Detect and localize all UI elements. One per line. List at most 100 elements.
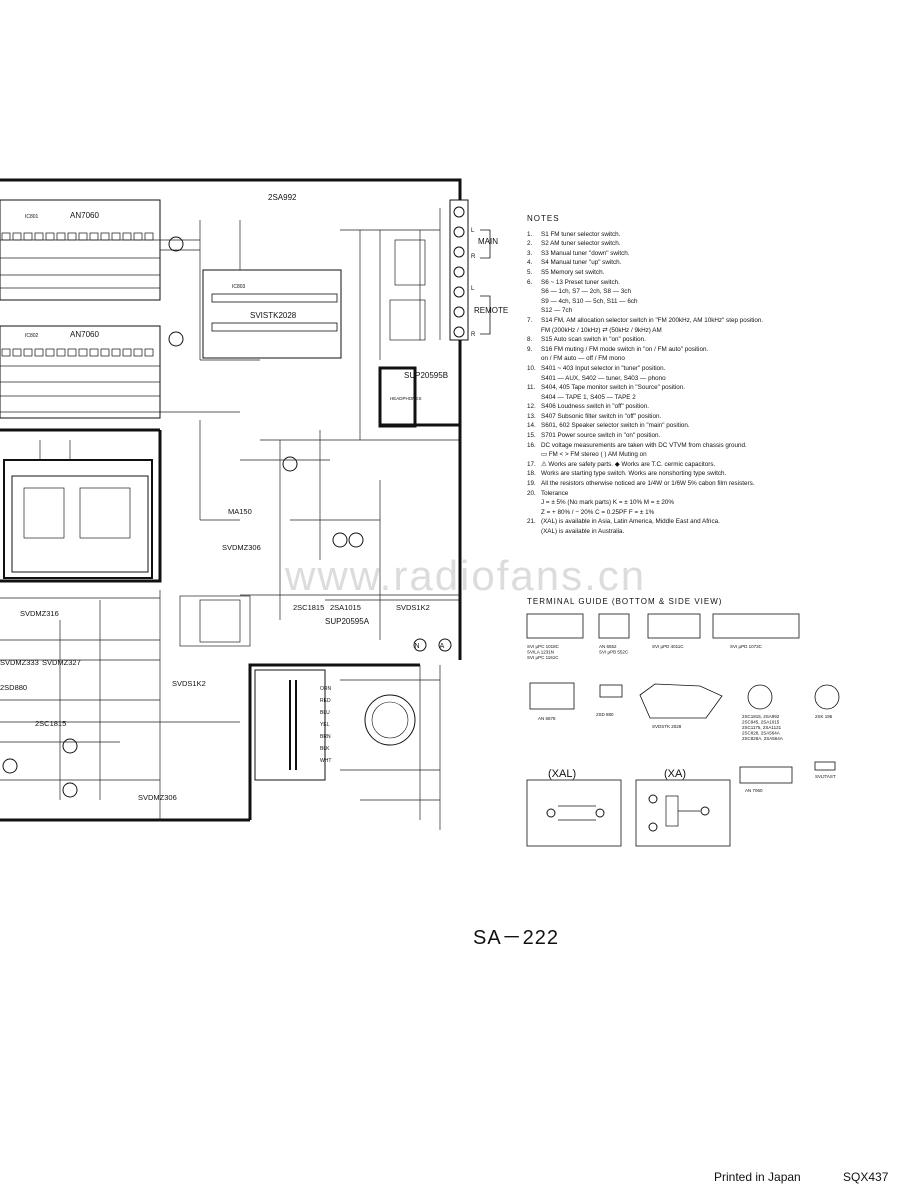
terminal-guide-part-label: AN 6878 [538,716,556,721]
svg-text:IC803: IC803 [232,284,246,290]
note-text: S6 ~ 13 Preset tuner switch. [541,278,620,286]
note-item: 17.⚠ Works are safety parts. ◆ Works are… [527,460,857,470]
wiring [0,208,460,830]
note-text: All the resistors otherwise noticed are … [541,480,755,488]
variant-xal: (XAL) [526,768,622,847]
note-number [527,498,541,508]
note-item: 10.S401 ~ 403 Input selector in "tuner" … [527,364,857,374]
terminal-guide-part-label: AN 6552 [599,644,617,649]
note-number [527,297,541,307]
ic-pin [78,232,88,241]
ic-pin [100,348,110,357]
circle-label-n: N [414,643,419,650]
wire-color-label: RED [320,698,331,704]
note-item: 3.S3 Manual tuner "down" switch. [527,249,857,259]
note-text: on / FM auto — off / FM mono [541,355,625,363]
diode-label-svds1k2-b: SVDS1K2 [172,679,206,688]
note-item: 2.S2 AM tuner selector switch. [527,239,857,249]
circle-label-a: A [440,643,445,650]
note-text: S15 Auto scan switch in "on" position. [541,336,646,344]
note-item: 21.(XAL) is available in Asia, Latin Ame… [527,517,857,527]
terminal-guide-part-label: 2SC828, 2SA564A [742,731,780,736]
terminal-guide-part-label: SVI μPC 1161C [527,655,559,660]
ic-pin [100,232,110,241]
terminal-guide-part-label: AN 7060 [745,788,763,793]
note-text: S401 — AUX, S402 — tuner, S403 — phono [541,374,666,382]
note-text: Works are starting type switch. Works ar… [541,470,727,478]
terminal-guide-part-label: 2SC1175, 2SA1121 [742,725,782,730]
note-number: 7. [527,316,533,324]
terminal-guide-drawings [526,613,840,784]
terminal-guide-part-label: SVIJTAST [815,774,836,779]
notes-panel: NOTES 1.S1 FM tuner selector switch.2.S2… [527,214,857,537]
transistor-label-2sa1015: 2SA1015 [330,603,361,612]
note-number: 14. [527,422,536,430]
notes-heading: NOTES [527,214,560,223]
ic-pin [144,348,154,357]
note-item: 20.Tolerance [527,489,857,499]
terminal-guide-part-label: SVI μPC 1018C [527,644,560,649]
terminal-guide-part-label: 2SK 195 [815,714,833,719]
note-item: 16.DC voltage measurements are taken wit… [527,441,857,451]
terminal-guide-part-label: SVDSTK 2028 [652,724,682,729]
model-number: SA－222 [473,927,560,949]
note-text: FM (200kHz / 10kHz) ⇄ (50kHz / 9kHz) AM [541,326,662,334]
wire-color-label: BLU [320,710,330,716]
note-text: ▭ FM < > FM stereo ( ) AM Muting on [541,451,647,459]
note-text: Z = + 80% / − 20% C = 0.25PF F = ± 1% [541,508,655,516]
note-text: (XAL) is available in Australia. [541,528,625,535]
note-number [527,354,541,364]
terminal-guide-part-label: 2SC1815, 2SA992 [742,714,780,719]
note-item: on / FM auto — off / FM mono [527,354,857,364]
transistor-label-2sc1815-a: 2SC1815 [293,603,324,612]
board-label-sup20595a: SUP20595A [325,617,370,626]
svg-text:IC801: IC801 [25,214,39,220]
note-item: 9.S16 FM muting / FM mode switch in "on … [527,345,857,355]
ic-label-an7060-top: AN7060 [70,211,99,220]
terminal-guide-part-label: SVILA 1231N [527,650,554,655]
ic-an7060-top: AN7060 IC801 [0,199,161,301]
note-item: S401 — AUX, S402 — tuner, S403 — phono [527,374,857,384]
note-item: 6.S6 ~ 13 Preset tuner switch. [527,278,857,288]
ic-an7060-mid: AN7060 IC802 [0,325,161,419]
terminal-guide-part-label: 2SD 880 [596,712,614,717]
note-item: 14.S601, 602 Speaker selector switch in … [527,421,857,431]
ic-pin [122,232,132,241]
svg-text:(XAL): (XAL) [548,768,576,780]
note-number: 17. [527,460,536,468]
diode-label-svdmz327: SVDMZ327 [42,658,81,667]
variant-xa: (XA) [635,768,731,847]
diode-label-svdmz306-b: SVDMZ306 [138,793,177,802]
note-text: S701 Power source switch in "on" positio… [541,432,661,440]
diode-label-svdmz333: SVDMZ333 [0,658,39,667]
ic-label-an7060-mid: AN7060 [70,330,99,339]
ic-pin [144,232,154,241]
note-item: 19.All the resistors otherwise noticed a… [527,479,857,489]
note-item: 18.Works are starting type switch. Works… [527,469,857,479]
note-number: 11. [527,384,536,392]
note-item: 15. S701 Power source switch in "on" posi… [527,431,857,441]
terminal-guide-title: TERMINAL GUIDE (BOTTOM & SIDE VIEW) [527,597,723,606]
printed-in-japan: Printed in Japan [714,1170,801,1184]
note-item: 12.S406 Loudness switch in "off" positio… [527,402,857,412]
note-item: (XAL) is available in Australia. [527,527,857,537]
note-text: DC voltage measurements are taken with D… [541,441,747,449]
ic-pin [12,232,22,241]
note-number: 3. [527,249,533,257]
note-text: S14 FM, AM allocation selector switch in… [541,316,764,324]
svg-text:IC802: IC802 [25,333,39,339]
note-number: 15. [527,432,536,440]
diode-label-ma150: MA150 [228,507,252,516]
note-text: S6 — 1ch, S7 — 2ch, S8 — 3ch [541,288,631,296]
note-number: 2. [527,240,533,248]
note-item: 11.S404, 405 Tape monitor switch in "Sou… [527,383,857,393]
terminal-guide-part-label: SVI μPD 1073C [730,644,763,649]
note-number [527,326,541,336]
remote-output-label: REMOTE [474,306,508,315]
note-item: Z = + 80% / − 20% C = 0.25PF F = ± 1% [527,508,857,518]
note-item: S6 — 1ch, S7 — 2ch, S8 — 3ch [527,287,857,297]
note-item: 8.S15 Auto scan switch in "on" position. [527,335,857,345]
terminal-guide-part-label: 2SC828A, 2SA564A [742,736,783,741]
terminal-guide-part-label: SVI μPD 4011C [652,644,684,649]
